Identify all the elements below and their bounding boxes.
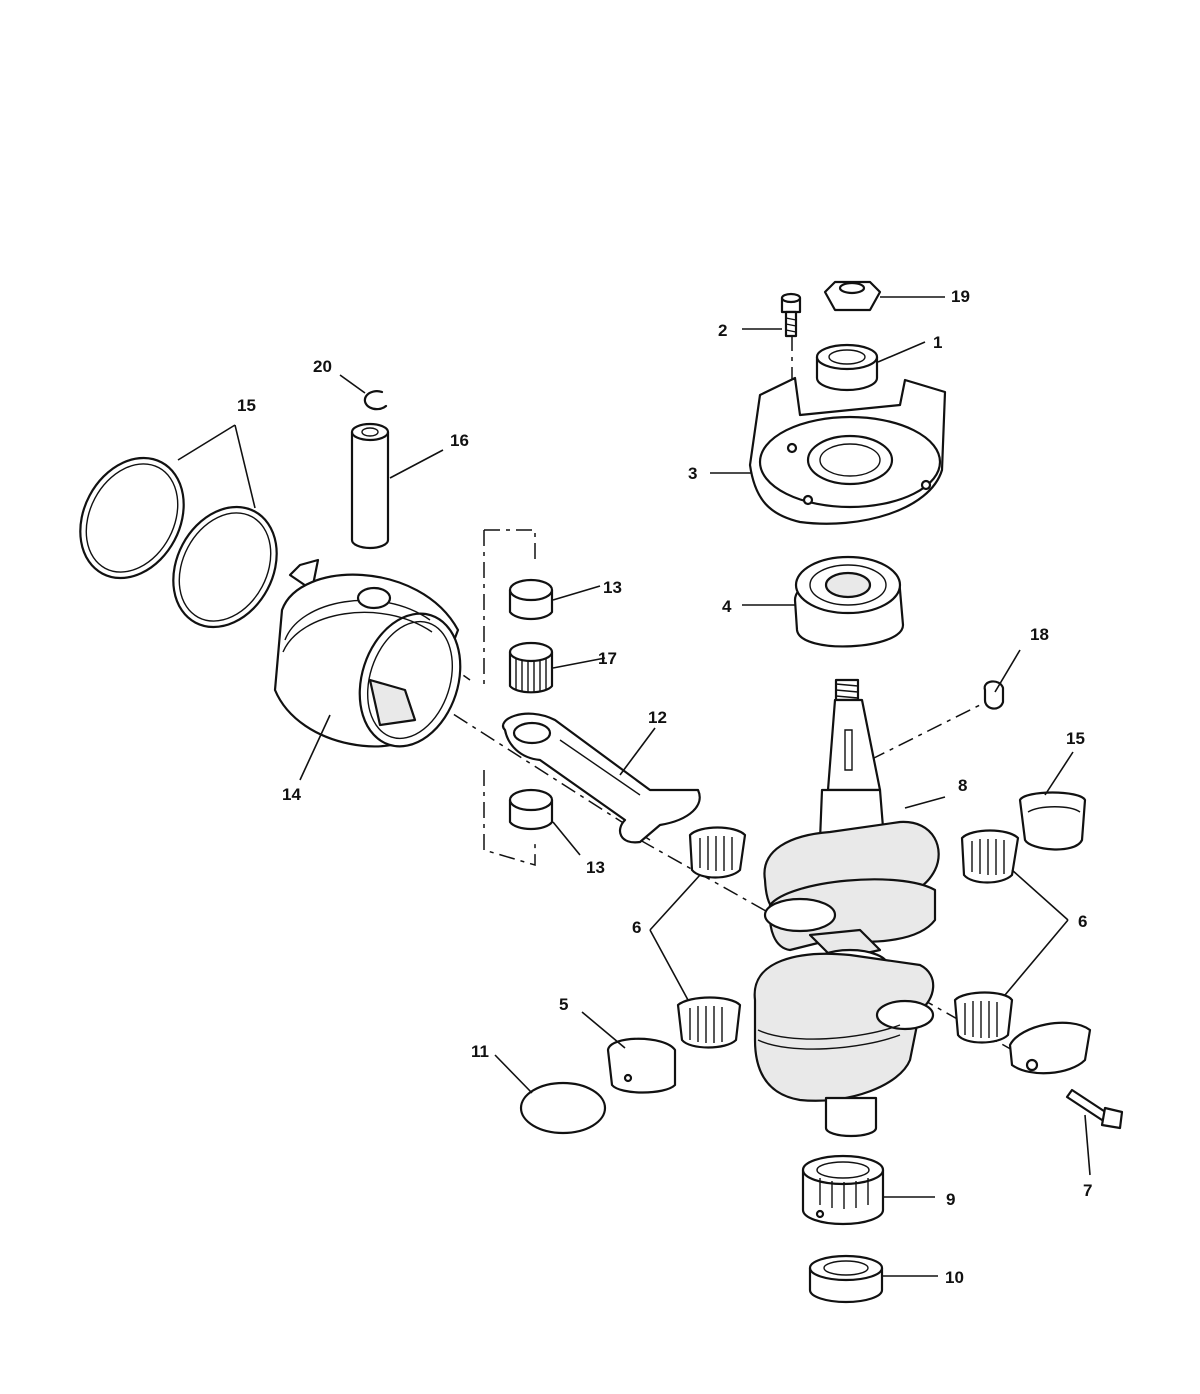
callout-15-rings: 15 [237,396,256,415]
piston-ring-lower [172,505,278,629]
callout-17: 17 [598,649,617,668]
screw [780,292,802,338]
piston-ring-upper [79,456,185,580]
needle-bearing-half-left-upper [688,826,747,879]
callout-16: 16 [450,431,469,450]
bushing-lower [508,788,554,831]
bushing-upper [508,578,554,621]
bearing-cap [1008,1021,1092,1075]
roller-bearing-lower [801,1154,885,1226]
callouts: 1 2 3 4 5 6 6 7 8 9 10 11 12 13 13 14 15… [237,287,1092,1287]
callout-4: 4 [722,597,732,616]
locknut [823,280,882,312]
callout-3: 3 [688,464,697,483]
seal-lower [808,1254,884,1304]
needle-bearing-half-right-upper [960,829,1020,884]
callout-2: 2 [718,321,727,340]
callout-10: 10 [945,1268,964,1287]
callout-5: 5 [559,995,568,1014]
needle-bearing-half-left-lower [676,996,742,1049]
callout-13-lower: 13 [586,858,605,877]
callout-11: 11 [471,1042,489,1061]
callout-7: 7 [1083,1181,1092,1200]
seal-upper [815,343,879,392]
bearing-race-lower [606,1037,677,1094]
connecting-rod [502,712,701,844]
callout-19: 19 [951,287,970,306]
callout-13-upper: 13 [603,578,622,597]
callout-1: 1 [933,333,942,352]
ball-bearing [793,555,905,648]
cap-screw [1065,1088,1124,1130]
o-ring [519,1081,607,1135]
callout-18: 18 [1030,625,1049,644]
callout-9: 9 [946,1190,955,1209]
callout-20: 20 [313,357,332,376]
needle-bearing-half-right-lower [953,991,1014,1044]
callout-15-race: 15 [1066,729,1085,748]
callout-6-right: 6 [1078,912,1087,931]
bearing-cage [748,376,947,525]
callout-6-left: 6 [632,918,641,937]
bearing-race-upper [1018,791,1087,851]
callout-14: 14 [282,785,301,804]
leader-lines [177,296,1091,1277]
retaining-ring [363,390,388,411]
woodruff-key [983,680,1005,710]
piston-pin [350,422,390,550]
callout-12: 12 [648,708,667,727]
crankshaft [753,678,940,1138]
piston [273,558,462,748]
callout-8: 8 [958,776,967,795]
needle-bearing-small-end [508,641,554,694]
